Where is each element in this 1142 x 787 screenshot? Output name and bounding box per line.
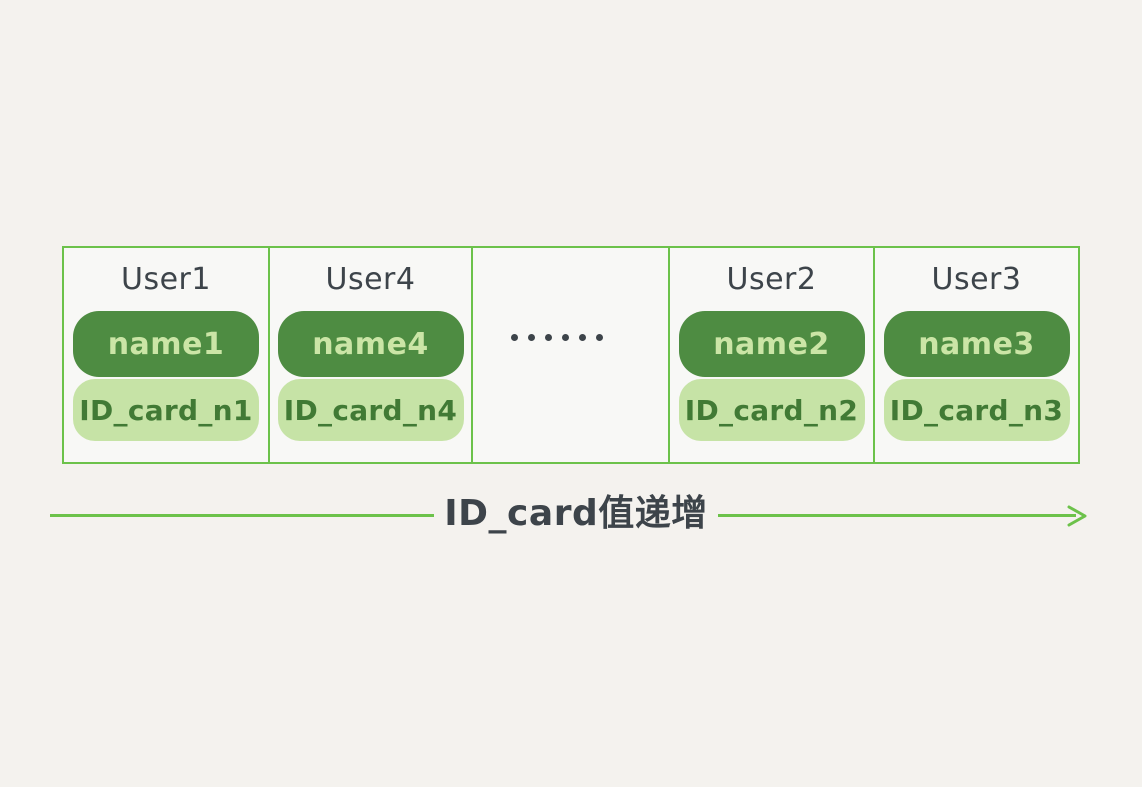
user-cell-title: User3 [931, 262, 1022, 297]
ellipsis-dot [545, 334, 552, 341]
name-pill: name3 [883, 311, 1070, 377]
id-card-pill: ID_card_n4 [277, 379, 464, 441]
axis-line-left [50, 514, 434, 517]
axis-label: ID_card值递增 [444, 493, 708, 534]
ellipsis-dot [528, 334, 535, 341]
axis-line-right [718, 514, 1076, 517]
id-card-pill: ID_card_n3 [883, 379, 1070, 441]
name-pill: name4 [277, 311, 464, 377]
ellipsis-dot [562, 334, 569, 341]
id-card-pill: ID_card_n1 [73, 379, 259, 441]
name-pill: name2 [678, 311, 865, 377]
arrow-right-icon [1066, 504, 1088, 528]
user-cell-title: User2 [726, 262, 817, 297]
id-card-pill: ID_card_n2 [678, 379, 865, 441]
ellipsis-dot [596, 334, 603, 341]
ellipsis-dot [579, 334, 586, 341]
increasing-axis: ID_card值递增 [50, 492, 1090, 544]
user-cell-2[interactable]: User4 name4 ID_card_n4 [270, 248, 473, 462]
ellipsis-dot [511, 334, 518, 341]
user-table: User1 name1 ID_card_n1 User4 name4 ID_ca… [62, 246, 1080, 464]
ellipsis-cell [473, 248, 670, 462]
user-cell-4[interactable]: User2 name2 ID_card_n2 [670, 248, 875, 462]
user-cell-title: User4 [325, 262, 416, 297]
user-cell-5[interactable]: User3 name3 ID_card_n3 [875, 248, 1078, 462]
ellipsis-dots-icon [511, 334, 603, 341]
user-cell-1[interactable]: User1 name1 ID_card_n1 [64, 248, 270, 462]
user-cell-title: User1 [121, 262, 211, 297]
name-pill: name1 [73, 311, 259, 377]
